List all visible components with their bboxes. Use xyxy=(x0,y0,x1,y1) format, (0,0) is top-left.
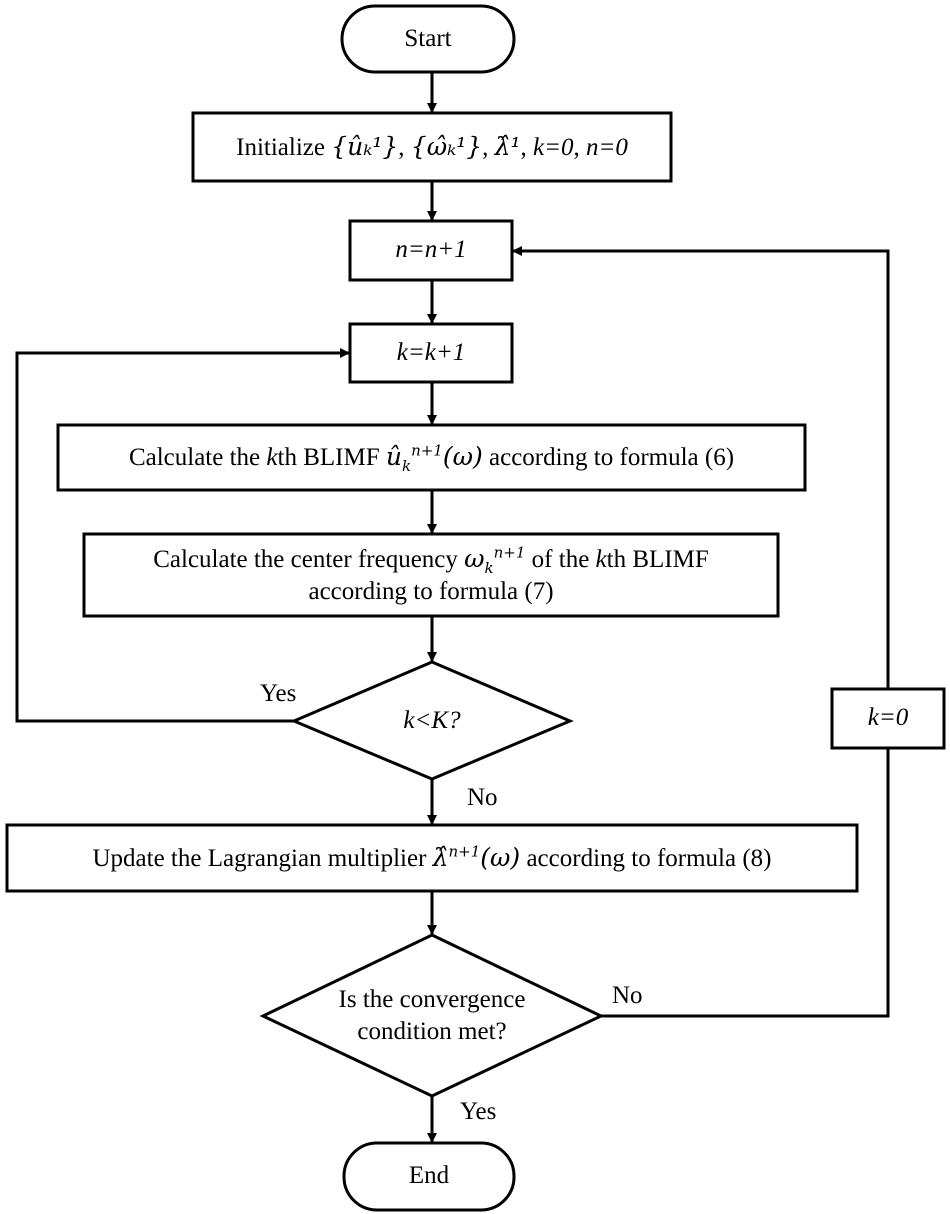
update-label: Update the Lagrangian multiplier λ̂n+1(ω… xyxy=(92,842,772,872)
k-increment-shape xyxy=(348,322,514,384)
edge-label-no-loop: No xyxy=(612,982,643,1009)
k-reset-shape xyxy=(830,687,946,750)
calc-w-label: Calculate the center frequency ωkn+1 of … xyxy=(84,543,778,608)
k-reset-label: k=0 xyxy=(867,704,909,731)
end-label: End xyxy=(408,1162,450,1189)
update-shape xyxy=(5,823,859,893)
decision-conv-line2: condition met? xyxy=(357,1018,507,1045)
k-increment-label: k=k+1 xyxy=(396,339,466,366)
edge-label-no-down: No xyxy=(467,784,498,811)
decision-k-label: k<K? xyxy=(403,707,461,734)
arrow-no-to-kreset xyxy=(601,748,890,1018)
calc-w-line2: according to formula (7) xyxy=(308,578,554,605)
init-node-shape xyxy=(191,111,673,183)
decision-conv-line1: Is the convergence xyxy=(338,986,526,1013)
arrow-yes-loop xyxy=(15,348,350,723)
decision-conv-label: Is the convergence condition met? xyxy=(263,984,601,1048)
calc-w-line1: Calculate the center frequency ωkn+1 of … xyxy=(153,543,709,577)
n-increment-shape xyxy=(348,219,514,282)
arrow-kreset-to-n xyxy=(512,246,890,689)
end-node-shape xyxy=(342,1141,516,1212)
start-node-shape xyxy=(340,4,516,74)
edge-label-yes-loop: Yes xyxy=(260,680,297,707)
n-increment-label: n=n+1 xyxy=(395,236,467,263)
calc-u-label: Calculate the kth BLIMF ûkn+1(ω) accordi… xyxy=(128,441,735,475)
edge-label-yes-end: Yes xyxy=(460,1098,497,1125)
start-label: Start xyxy=(404,25,452,52)
init-label: Initialize {ûₖ¹}, {ω̂ₖ¹}, λ̂¹, k=0, n=0 xyxy=(236,132,628,161)
